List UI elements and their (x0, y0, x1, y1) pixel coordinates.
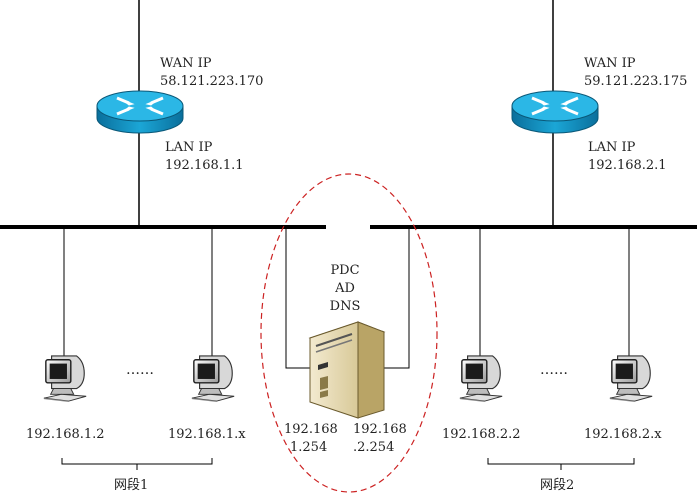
left-lan-label: LAN IP (165, 140, 213, 155)
server-ip-right-line1: 192.168 (353, 422, 407, 437)
right-lan-ip: 192.168.2.1 (588, 158, 667, 173)
left-wan-ip: 58.121.223.170 (160, 74, 264, 89)
segment1-ellipsis: …… (126, 362, 154, 378)
segment2-ellipsis: …… (540, 362, 568, 378)
server-link-segment1 (285, 227, 312, 369)
computer-icon (191, 355, 235, 402)
server-role-ad: AD (335, 281, 355, 296)
segment2-bracket (487, 458, 635, 470)
left-lan-ip: 192.168.1.1 (165, 158, 244, 173)
computer-icon (43, 355, 87, 402)
right-wan-ip: 59.121.223.175 (584, 74, 688, 89)
segment1-label: 网段1 (114, 478, 149, 493)
left-wan-label: WAN IP (160, 56, 212, 71)
server-role-pdc: PDC (330, 263, 360, 278)
server-link-segment2 (382, 227, 410, 369)
pc-ip-192-168-2-2: 192.168.2.2 (442, 427, 521, 442)
pc-ip-192-168-2-x: 192.168.2.x (584, 427, 662, 442)
right-wan-label: WAN IP (584, 56, 636, 71)
computer-icon (459, 355, 503, 402)
server-icon (309, 321, 385, 419)
segment2-label: 网段2 (540, 478, 575, 493)
router-icon (510, 89, 600, 135)
server-ip-left-line2: 1.254 (290, 440, 328, 455)
router-icon (95, 89, 185, 135)
segment1-bracket (61, 458, 213, 470)
computer-icon (609, 355, 653, 402)
server-highlight-ellipse (260, 173, 438, 493)
right-lan-label: LAN IP (588, 140, 636, 155)
server-role-dns: DNS (329, 299, 361, 314)
pc-ip-192-168-1-2: 192.168.1.2 (26, 427, 105, 442)
pc-ip-192-168-1-x: 192.168.1.x (168, 427, 246, 442)
server-ip-right-line2: .2.254 (353, 440, 395, 455)
server-ip-left-line1: 192.168 (284, 422, 338, 437)
